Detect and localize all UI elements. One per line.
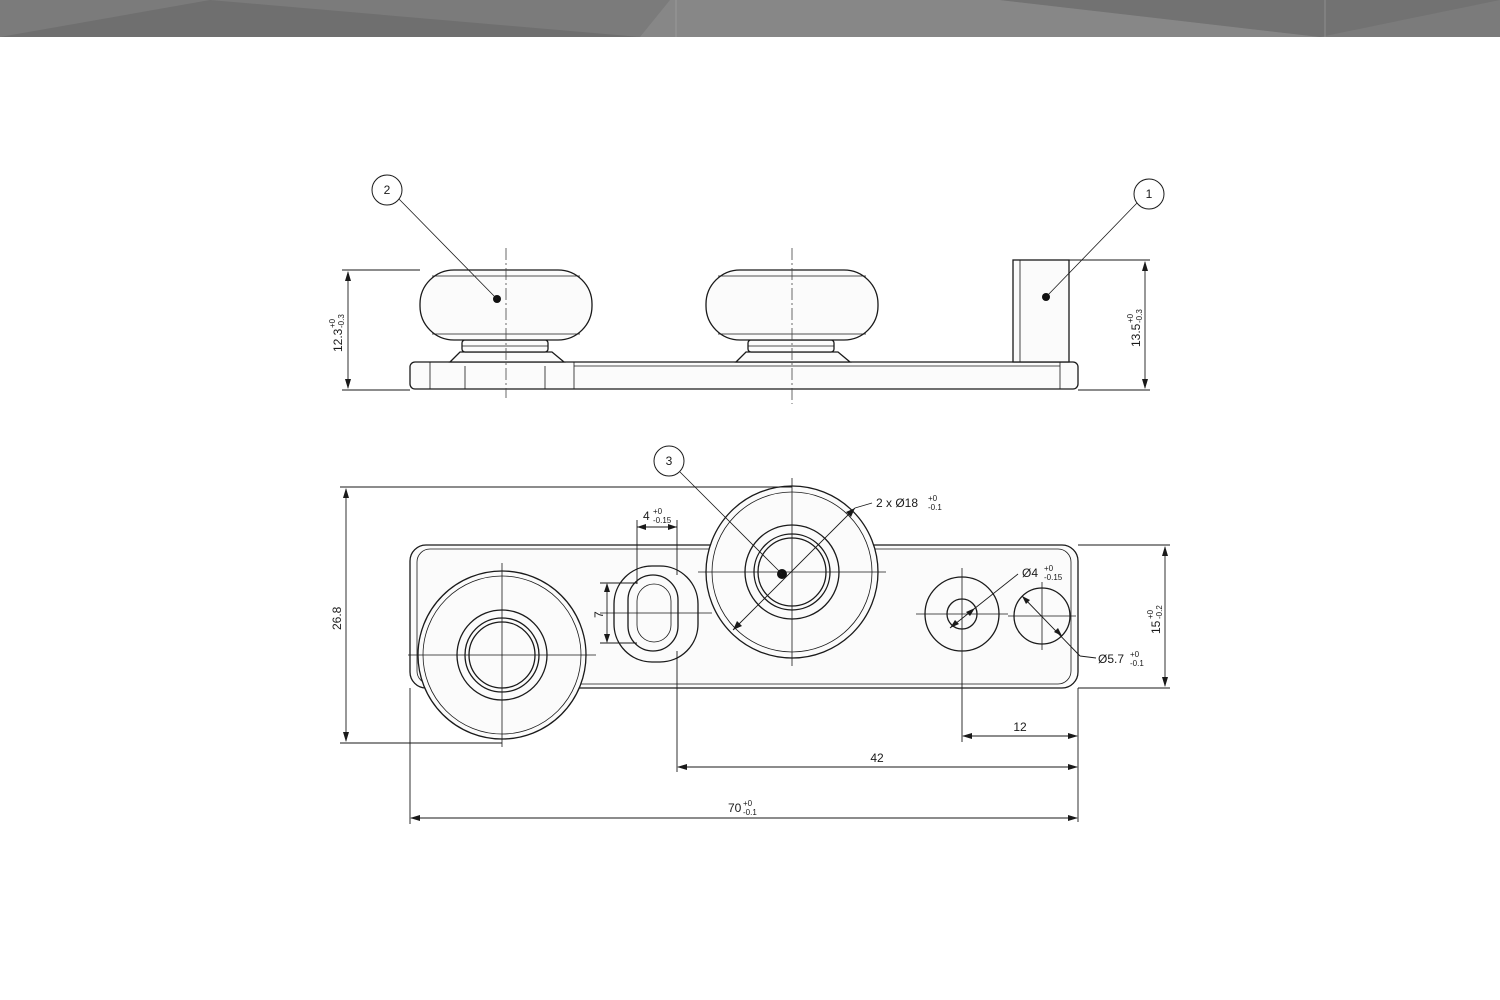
- dim-total-width: 26.8: [330, 486, 792, 744]
- svg-text:+0: +0: [1126, 313, 1135, 323]
- svg-text:-0.3: -0.3: [337, 314, 346, 328]
- top-hole-small: [916, 568, 1008, 660]
- svg-text:-0.15: -0.15: [653, 516, 672, 525]
- dim-wheel-diameter-base: 2 x Ø18: [876, 496, 918, 510]
- dim-slot-width-base: 4: [643, 509, 650, 523]
- dim-hole-large-base: Ø5.7: [1098, 652, 1124, 666]
- dim-hole-small-base: Ø4: [1022, 566, 1038, 580]
- balloon-2: 2: [371, 174, 498, 300]
- svg-text:+0: +0: [1146, 609, 1155, 619]
- side-view: 12.3 +0 -0.3 13.5 +0 -0.3 2: [328, 174, 1165, 404]
- balloon-1: 1: [1045, 178, 1165, 298]
- dim-plate-width-base: 15: [1149, 620, 1163, 634]
- top-banner: [0, 0, 1500, 37]
- top-slot: [600, 565, 712, 663]
- dim-dist-12: 12: [961, 660, 1079, 822]
- svg-text:+0: +0: [1044, 564, 1054, 573]
- dim-slot-length-base: 7: [592, 611, 606, 618]
- dim-hole-large: Ø5.7 +0 -0.1: [1021, 595, 1144, 668]
- svg-text:-0.1: -0.1: [928, 503, 942, 512]
- dim-height-left-base: 12.3: [331, 328, 345, 352]
- dim-height-right-base: 13.5: [1129, 323, 1143, 347]
- dim-height-left: 12.3 +0 -0.3: [328, 269, 420, 391]
- svg-text:-0.2: -0.2: [1155, 605, 1164, 619]
- dim-slot-length: 7: [592, 582, 637, 644]
- top-view: 2 x Ø18 +0 -0.1 Ø4 +0 -0.15 Ø5.7 +0 -0.1: [330, 445, 1170, 824]
- dim-length-70-base: 70: [728, 801, 742, 815]
- dim-wheel-diameter: 2 x Ø18 +0 -0.1: [732, 494, 942, 631]
- svg-text:-0.15: -0.15: [1044, 573, 1063, 582]
- svg-text:+0: +0: [653, 507, 663, 516]
- dim-dist-42: 42: [676, 651, 1078, 772]
- dim-dist-42-base: 42: [870, 751, 884, 765]
- svg-text:+0: +0: [928, 494, 938, 503]
- svg-text:2: 2: [384, 183, 391, 197]
- svg-text:-0.1: -0.1: [1130, 659, 1144, 668]
- side-pin: [1012, 259, 1070, 363]
- banner-pattern: [0, 0, 1500, 37]
- svg-text:+0: +0: [328, 318, 337, 328]
- svg-text:-0.1: -0.1: [743, 808, 757, 817]
- top-left-wheel: [408, 563, 596, 747]
- svg-text:3: 3: [666, 454, 673, 468]
- top-right-wheel: [698, 478, 886, 666]
- svg-text:1: 1: [1146, 187, 1153, 201]
- dim-plate-width: 15 +0 -0.2: [1078, 544, 1170, 689]
- dim-hole-small: Ø4 +0 -0.15: [949, 564, 1063, 629]
- svg-text:+0: +0: [743, 799, 753, 808]
- balloon-3: 3: [653, 445, 783, 575]
- dim-slot-width: 4 +0 -0.15: [636, 507, 678, 584]
- dim-height-right: 13.5 +0 -0.3: [1069, 259, 1150, 391]
- dim-total-width-base: 26.8: [330, 606, 344, 630]
- svg-text:+0: +0: [1130, 650, 1140, 659]
- svg-text:-0.3: -0.3: [1135, 309, 1144, 323]
- dim-length-70: 70 +0 -0.1: [409, 688, 1078, 824]
- dim-dist-12-base: 12: [1013, 720, 1027, 734]
